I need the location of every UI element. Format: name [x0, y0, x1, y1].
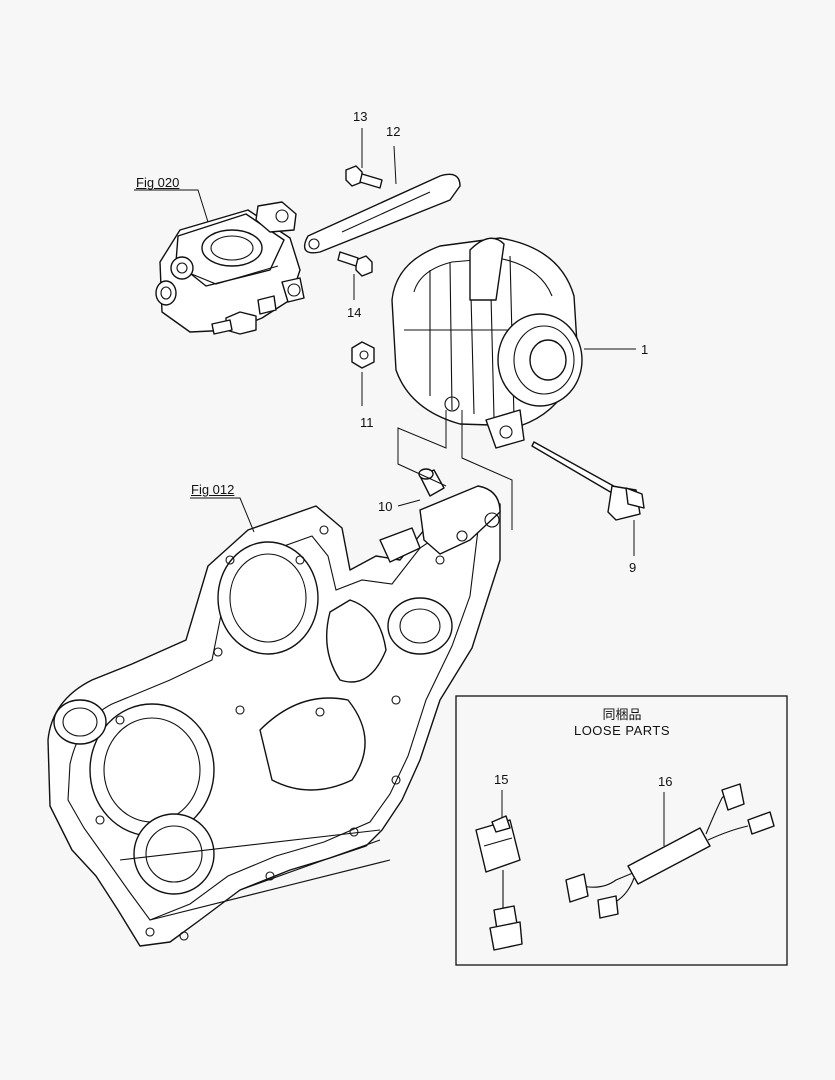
- bushing-10: [418, 468, 445, 497]
- wire-harness-16: [565, 783, 775, 919]
- long-bolt-9: [531, 441, 645, 521]
- alternator: [391, 237, 583, 449]
- callout-11: 11: [360, 415, 374, 430]
- bolt-13: [345, 165, 383, 189]
- sensor-15: [475, 815, 523, 951]
- assembly-guide-lines: [397, 410, 513, 530]
- callout-15: 15: [494, 772, 509, 787]
- fig-020-ref[interactable]: Fig 020: [136, 175, 180, 190]
- loose-parts-title-jp: 同梱品: [602, 707, 642, 722]
- thermostat-housing: [155, 201, 305, 335]
- gear-case: [47, 485, 501, 947]
- callout-9: 9: [629, 560, 637, 575]
- callout-10: 10: [378, 499, 393, 514]
- callout-12: 12: [386, 124, 401, 139]
- callout-16: 16: [658, 774, 673, 789]
- callout-1: 1: [641, 342, 649, 357]
- loose-parts-title-en: LOOSE PARTS: [573, 723, 671, 738]
- callout-13: 13: [353, 109, 368, 124]
- bolt-14: [337, 251, 373, 277]
- fig-012-ref[interactable]: Fig 012: [191, 482, 235, 497]
- loose-parts-box: [455, 695, 788, 966]
- callout-14: 14: [347, 305, 362, 320]
- nut-11: [351, 341, 375, 369]
- leader-lines: [134, 128, 665, 846]
- adjusting-bracket: [303, 173, 461, 254]
